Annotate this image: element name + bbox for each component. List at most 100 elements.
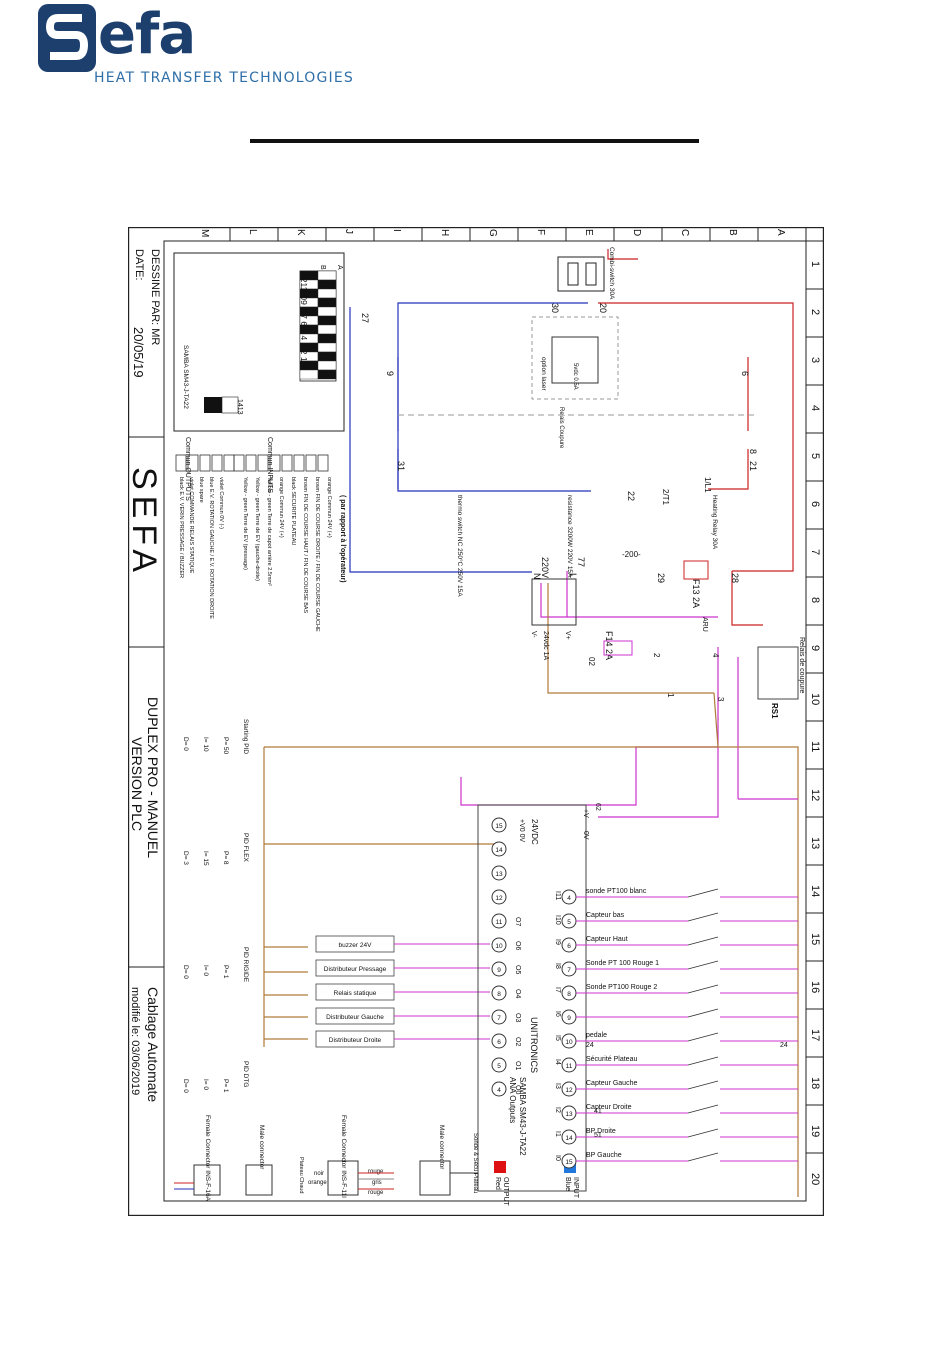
output-device-label: buzzer 24V — [339, 942, 373, 949]
drawn-by: DESSINE PAR: MR — [149, 249, 161, 345]
commun-input-line: black SECURITE PLATEAU — [290, 477, 296, 545]
plc-output-terminal: 10 — [495, 943, 503, 950]
pid-p: P= 1 — [222, 965, 229, 979]
plc-output-terminal: 8 — [497, 991, 501, 998]
plc-input-terminal: 4 — [567, 895, 571, 902]
male1-label: Male connector — [258, 1125, 265, 1170]
plc-ana-outputs: ANA Outputs — [508, 1077, 517, 1123]
wire-51: 51 — [594, 1132, 602, 1139]
row-marker: L — [247, 229, 258, 235]
wire-30: 30 — [550, 303, 560, 313]
commun-input-line: orange Commun 24V (+) — [278, 477, 284, 538]
pid-title: PID RIGIDE — [242, 947, 249, 983]
orange-label: orange — [308, 1180, 327, 1186]
row-marker: G — [487, 229, 498, 237]
column-marker: 15 — [809, 933, 821, 945]
plc-output-terminal: 14 — [495, 847, 503, 854]
date-value: 20/05/19 — [131, 327, 146, 378]
heating-relay-label: Heating Relay 30A — [711, 495, 718, 550]
row-marker: A — [775, 229, 786, 236]
plc-output-code: O1 — [514, 1061, 521, 1070]
female11-label: Female Connector INS-F-11I — [340, 1115, 347, 1198]
plc-input-terminal: 12 — [565, 1087, 573, 1094]
pid-i: I= 15 — [202, 851, 209, 866]
output-device-label: Distributeur Droite — [329, 1037, 382, 1044]
wire-22: 22 — [626, 491, 636, 501]
pid-p: P= 1 — [222, 1079, 229, 1093]
plc-input-terminal: 13 — [565, 1111, 573, 1118]
plc-unit: UNITRONICS SAMBA SM43-J-TA22 ANA Outputs… — [477, 803, 601, 1207]
plc-top-0v: 0V — [582, 831, 589, 840]
gris-label: gris — [372, 1180, 382, 1186]
wire-8: 8 — [748, 449, 758, 454]
sonde-secu-label: Sonde & Sécu Plateau — [472, 1133, 478, 1193]
wire-1: 1 — [666, 693, 675, 698]
plc-name: UNITRONICS — [529, 1017, 539, 1073]
plc-output-terminal: 11 — [496, 919, 503, 926]
logo-wordmark: efa — [98, 2, 196, 67]
plc-top-vplus: +V — [582, 809, 589, 818]
plc-output-terminal: 4 — [497, 1087, 501, 1094]
plc-output-terminal: 6 — [497, 1039, 501, 1046]
plc-input-code: I7 — [554, 987, 561, 993]
plc-input-color: Blue — [564, 1177, 571, 1191]
pid-d: D= 0 — [182, 1079, 189, 1093]
sefa-logo-mark — [38, 4, 96, 72]
plc-input-terminal: 5 — [567, 919, 571, 926]
commun-input-line: Yellow - green Terre de capot arrière 2.… — [266, 477, 272, 586]
power-wiring — [263, 249, 799, 1197]
plc-input-terminal: 9 — [567, 1015, 571, 1022]
row-marker: J — [343, 229, 354, 234]
wire-24-left: 24 — [586, 1042, 594, 1049]
ssr-label: 5vdc 0.5A — [572, 363, 578, 390]
plc-input-code: I11 — [554, 891, 561, 900]
column-marker: 3 — [809, 357, 821, 363]
pid-title: PID FLEX — [242, 833, 249, 863]
row-marker: H — [439, 229, 450, 236]
pid-p: P= 50 — [222, 737, 229, 755]
connectors: Female Connector INS-F-16A Male connecto… — [174, 1115, 478, 1202]
plc-input-code: I9 — [554, 939, 561, 945]
wire-27: 27 — [360, 313, 370, 323]
plc-input-code: I5 — [554, 1035, 561, 1041]
commun-output-line: violet Commun 0V (-) — [218, 477, 224, 529]
input-device-label: BP Droite — [586, 1128, 616, 1135]
header-rule — [250, 139, 699, 143]
plc-input-code: I1 — [554, 1131, 561, 1137]
column-marker: 14 — [809, 885, 821, 897]
company-name: SEFA — [128, 467, 163, 578]
commun-panel: ( par rapport à l'opérateur) Commun INPU… — [175, 437, 346, 632]
drawing-title-2: VERSION PLC — [129, 737, 145, 831]
plc-output-terminal: 7 — [497, 1015, 501, 1022]
ps-vminus: V- — [530, 631, 537, 638]
plc-input-label: INPUT — [572, 1177, 579, 1199]
column-marker: 18 — [809, 1077, 821, 1089]
plc-input-terminal: 10 — [565, 1039, 573, 1046]
pid-i: I= 0 — [202, 965, 209, 976]
row-marker: I — [391, 229, 402, 232]
plc-input-terminal: 6 — [567, 943, 571, 950]
wire-41: 41 — [594, 1108, 602, 1115]
row-marker: F — [535, 229, 546, 235]
modified-date: modifié le: 03/06/2019 — [129, 987, 141, 1095]
plc-output-color: Red — [494, 1177, 501, 1190]
input-device-label: Sécurité Plateau — [586, 1056, 637, 1063]
plc-output-code: O4 — [514, 989, 521, 998]
commun-output-line: blue E.V. ROTATION GAUCHE / E.V. ROTATIO… — [208, 477, 214, 619]
plc-output-code: O5 — [514, 965, 521, 974]
commun-input-line: Yellow - green Terre de EV (gauche-droit… — [254, 477, 260, 581]
pid-p: P= 8 — [222, 851, 229, 865]
dip-row-b: B — [319, 265, 326, 270]
ps-vplus: V+ — [564, 631, 571, 640]
column-marker: 1 — [809, 261, 821, 267]
output-device-label: Distributeur Gauche — [326, 1014, 384, 1021]
column-marker: 6 — [809, 501, 821, 507]
fuse-f13: F13 2A — [691, 579, 701, 608]
plc-output-terminal: 13 — [495, 871, 503, 878]
power-labels: Combi-switch 30A 30 20 27 5vdc 0.5A opti… — [360, 247, 805, 719]
column-marker: 9 — [809, 645, 821, 651]
wire-4: 4 — [711, 653, 720, 658]
commun-inputs-label: Commun INPUTS — [266, 437, 273, 493]
